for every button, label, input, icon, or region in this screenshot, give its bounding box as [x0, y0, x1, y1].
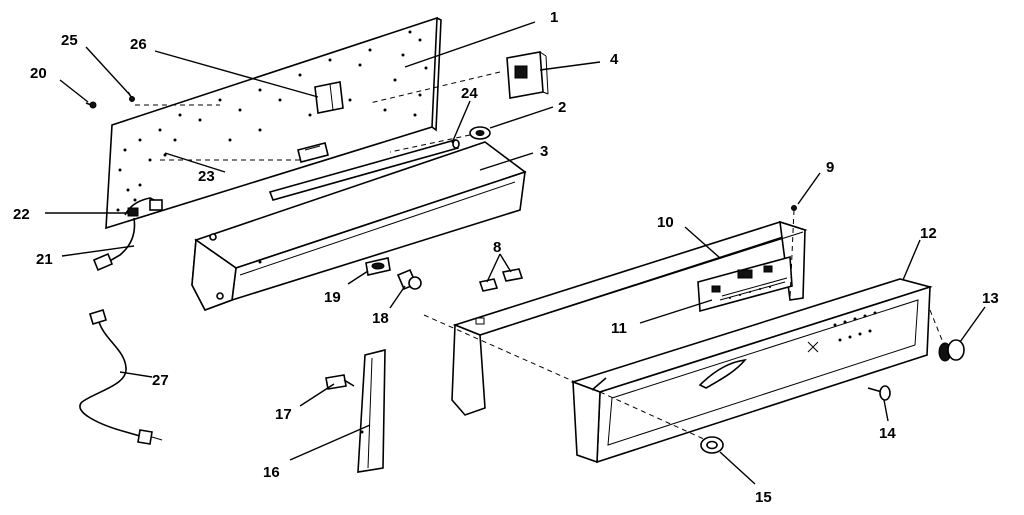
callout-13: 13	[982, 290, 999, 307]
callout-24: 24	[461, 85, 478, 102]
assembly-lines	[135, 71, 945, 441]
control-housing-10	[451, 220, 808, 416]
callout-16: 16	[263, 464, 280, 481]
callout-19: 19	[324, 289, 341, 306]
callout-21: 21	[36, 251, 53, 268]
callout-27: 27	[152, 372, 169, 389]
knob-13	[938, 339, 965, 362]
end-cap-16	[357, 348, 386, 473]
grommet-15	[700, 436, 724, 454]
control-channel-3	[191, 141, 527, 311]
callout-12: 12	[920, 225, 937, 242]
callout-26: 26	[130, 36, 147, 53]
overlay-panel-12	[570, 278, 933, 464]
clips-8	[478, 268, 524, 292]
callout-4: 4	[610, 51, 619, 68]
leader-lines	[45, 21, 986, 485]
screw-9	[791, 205, 797, 211]
callout-25: 25	[61, 32, 78, 49]
callout-10: 10	[657, 214, 674, 231]
knob-18	[396, 268, 422, 291]
callout-11: 11	[611, 320, 627, 337]
callout-8: 8	[493, 239, 501, 256]
grommet-2	[469, 126, 491, 140]
sensor-cable-27	[79, 308, 163, 445]
callout-1: 1	[550, 9, 558, 26]
back-panel	[105, 16, 442, 230]
power-cord-21	[92, 217, 136, 272]
callout-15: 15	[755, 489, 772, 506]
callout-17: 17	[275, 406, 292, 423]
button-14	[867, 385, 891, 401]
circuit-board-11	[697, 255, 793, 313]
callout-3: 3	[540, 143, 548, 160]
switch-4	[506, 51, 549, 99]
callout-23: 23	[198, 168, 215, 185]
callout-18: 18	[372, 310, 389, 327]
callout-labels: 1 2 3 4 8 9 10 11 12 13 14 15 16 17 18 1…	[13, 9, 999, 506]
rod-24	[268, 139, 460, 201]
screw-20	[85, 101, 97, 109]
callout-9: 9	[826, 159, 834, 176]
callout-14: 14	[879, 425, 896, 442]
callout-20: 20	[30, 65, 47, 82]
screw-25	[127, 91, 135, 102]
callout-22: 22	[13, 206, 30, 223]
grommet-19	[365, 257, 391, 276]
callout-2: 2	[558, 99, 566, 116]
